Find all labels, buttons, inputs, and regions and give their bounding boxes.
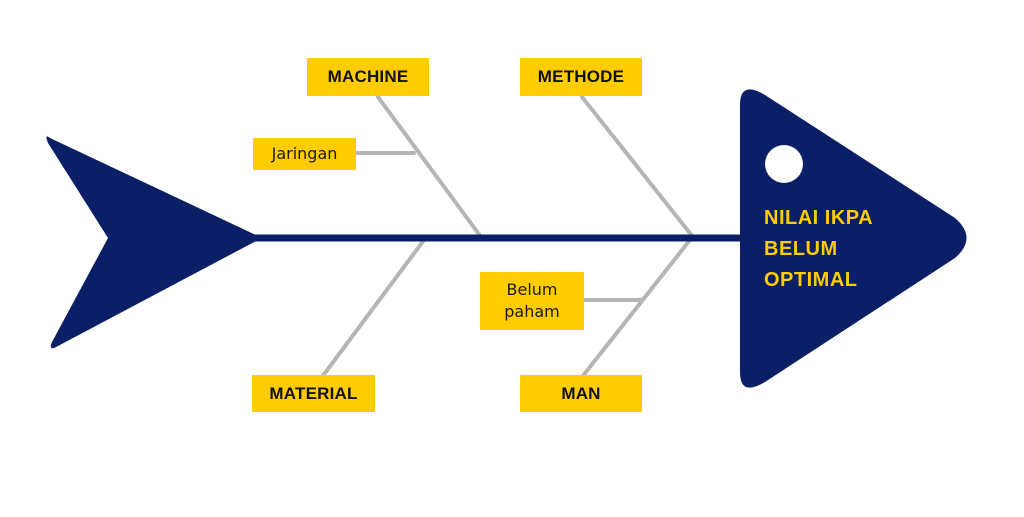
category-machine: MACHINE <box>307 58 429 96</box>
cause-belum-paham-line-1: Belum <box>506 280 558 299</box>
problem-line-1: NILAI IKPA <box>764 207 874 229</box>
fish-eye <box>765 145 803 183</box>
fish-tail <box>46 136 261 349</box>
category-methode: METHODE <box>520 58 642 96</box>
bone-machine <box>376 95 483 239</box>
cause-jaringan: Jaringan <box>253 138 356 170</box>
cause-belum-paham: Belum paham <box>480 272 584 330</box>
problem-line-3: OPTIMAL <box>764 269 858 291</box>
bone-methode <box>580 95 695 239</box>
problem-line-2: BELUM <box>764 238 838 260</box>
category-material: MATERIAL <box>252 375 375 412</box>
bones <box>320 95 695 379</box>
cause-belum-paham-line-2: paham <box>504 302 560 321</box>
category-man: MAN <box>520 375 642 412</box>
bone-man <box>580 238 692 379</box>
bone-material <box>320 238 426 379</box>
problem-statement: NILAI IKPA BELUM OPTIMAL <box>764 203 914 296</box>
